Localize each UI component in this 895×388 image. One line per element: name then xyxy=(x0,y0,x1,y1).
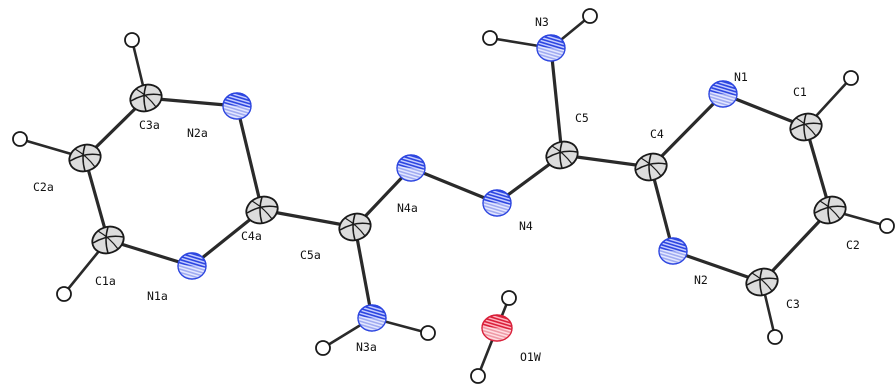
atom-C3 xyxy=(745,267,779,297)
atom-C4a xyxy=(245,195,279,225)
bond-C3-N2 xyxy=(671,249,764,284)
label-N3a: N3a xyxy=(356,340,377,354)
atom-C2a xyxy=(68,143,102,173)
bond-N2-C4 xyxy=(649,165,675,253)
bond-C1-C2 xyxy=(804,125,832,212)
hydrogen-atom xyxy=(470,368,486,384)
labels-layer: C3a N2a C2a C4a C1a N1a C5a N3a N4a N4 C… xyxy=(33,15,860,364)
atom-C5a xyxy=(338,212,372,242)
label-C2a: C2a xyxy=(33,180,54,194)
atom-C1a xyxy=(91,225,125,255)
label-N3: N3 xyxy=(535,15,549,29)
bond-C2a-C1a xyxy=(83,156,110,242)
hydrogen-atom xyxy=(56,286,72,302)
label-N4a: N4a xyxy=(397,201,418,215)
hydrogen-atom xyxy=(582,8,598,24)
atom-C1 xyxy=(789,112,823,142)
label-N2: N2 xyxy=(694,273,708,287)
bond-C2-C3 xyxy=(760,208,832,284)
label-C5: C5 xyxy=(575,111,589,125)
label-C4: C4 xyxy=(650,127,664,141)
bond-N2a-C4a xyxy=(235,104,264,212)
atom-N3a xyxy=(357,304,387,332)
hydrogen-atom xyxy=(420,325,436,341)
atom-C2 xyxy=(813,195,847,225)
label-C3: C3 xyxy=(786,297,800,311)
label-C3a: C3a xyxy=(139,118,160,132)
atom-C5 xyxy=(545,140,579,170)
label-N1a: N1a xyxy=(147,289,168,303)
bond-C4-N1 xyxy=(649,92,725,169)
label-O1W: O1W xyxy=(520,350,541,364)
hydrogen-atom xyxy=(767,329,783,345)
hydrogen-atom xyxy=(124,32,140,48)
hydrogen-atom xyxy=(482,30,498,46)
hydrogen-atom xyxy=(12,131,28,147)
hydrogen-bonds-layer xyxy=(18,14,889,378)
atom-C3a xyxy=(129,83,163,113)
hydrogen-atom xyxy=(879,218,895,234)
label-C1a: C1a xyxy=(95,274,116,288)
atom-C4 xyxy=(634,152,668,182)
label-N2a: N2a xyxy=(187,126,208,140)
bond-C5a-N3a xyxy=(353,225,374,320)
atom-N2 xyxy=(658,237,688,265)
atom-N2a xyxy=(222,92,252,120)
atom-O1W xyxy=(481,314,513,342)
atom-N1a xyxy=(177,252,207,280)
hydrogen-atom xyxy=(501,290,517,306)
label-C5a: C5a xyxy=(300,248,321,262)
atom-N4a xyxy=(396,154,426,182)
bond-C5-N3 xyxy=(549,46,564,157)
hydrogen-atom xyxy=(315,340,331,356)
label-C2: C2 xyxy=(846,238,860,252)
label-N1: N1 xyxy=(734,70,748,84)
atoms-layer xyxy=(12,8,895,384)
label-C4a: C4a xyxy=(241,229,262,243)
hydrogen-atom xyxy=(843,70,859,86)
atom-N4 xyxy=(482,189,512,217)
label-N4: N4 xyxy=(519,219,533,233)
label-C1: C1 xyxy=(793,85,807,99)
bond-N4a-N4 xyxy=(409,166,499,205)
